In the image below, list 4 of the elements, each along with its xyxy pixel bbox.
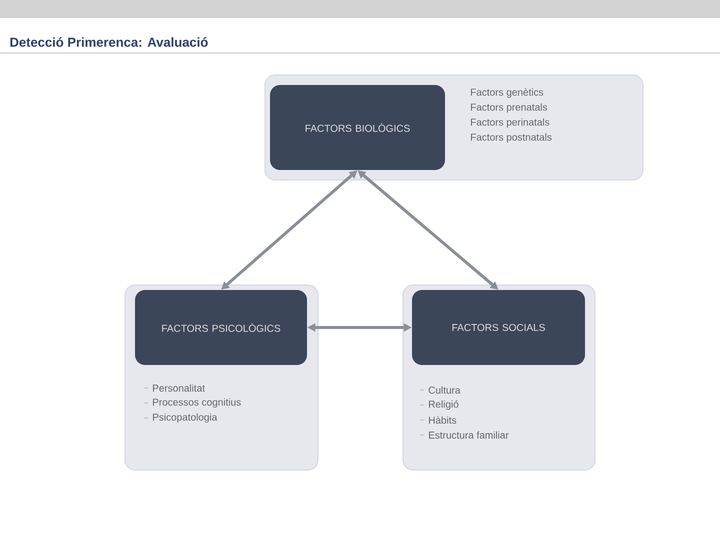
factor-box: FACTORS PSICOLÒGICS bbox=[135, 290, 307, 365]
factor-box: FACTORS BIOLÒGICS bbox=[270, 85, 445, 170]
title: Detecció Primerenca: Avaluació bbox=[10, 37, 208, 47]
factor-box: FACTORS SOCIALS bbox=[412, 290, 585, 365]
